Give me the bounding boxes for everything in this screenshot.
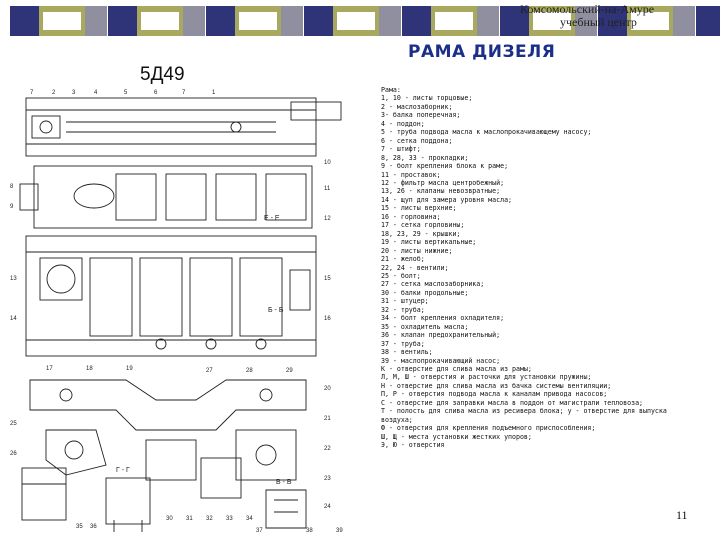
callout-label: 27	[206, 368, 213, 374]
legend-line: 6 - сетка поддона;	[381, 136, 453, 145]
legend-line: воздуха;	[381, 415, 413, 424]
callout-label: 26	[10, 451, 17, 457]
callout-label: 23	[324, 476, 331, 482]
callout-label: 3	[72, 90, 76, 96]
callout-label: 15	[324, 276, 331, 282]
legend-line: Ш, Щ - места установки жестких упоров;	[381, 432, 532, 441]
callout-label: 29	[286, 368, 293, 374]
callout-label: 33	[226, 516, 233, 522]
callout-label: 10	[324, 160, 331, 166]
legend-line: 37 - труба;	[381, 339, 425, 348]
legend-line: 31 - штуцер;	[381, 297, 429, 306]
callout-label: 34	[246, 516, 253, 522]
legend-line: К - отверстие для слива масла из рамы;	[381, 364, 532, 373]
callout-label: 20	[324, 386, 331, 392]
legend-line: 38 - вентиль;	[381, 348, 433, 357]
callout-label: 6	[154, 90, 158, 96]
page-title: РАМА ДИЗЕЛЯ	[408, 42, 556, 62]
callout-label: 17	[46, 366, 53, 372]
legend-line: 22, 24 - вентили;	[381, 263, 449, 272]
callout-label: 1	[212, 90, 216, 96]
callout-label: 18	[86, 366, 93, 372]
legend-line: 3- балка поперечная;	[381, 111, 461, 120]
header-band	[0, 6, 720, 36]
legend-line: 16 - горловина;	[381, 212, 441, 221]
legend-line: 1, 10 - листы торцовые;	[381, 94, 473, 103]
legend-line: 8, 28, 33 - прокладки;	[381, 153, 469, 162]
legend-line: 13, 26 - клапаны невозвратные;	[381, 187, 501, 196]
legend-line: 19 - листы вертикальные;	[381, 238, 477, 247]
parts-legend: Рама: 1, 10 - листы торцовые; 2 - маслоз…	[381, 86, 711, 449]
callout-label: 22	[324, 446, 331, 452]
legend-line: 21 - желоб;	[381, 255, 425, 264]
legend-line: 2 - маслозаборник;	[381, 102, 453, 111]
callout-label: 11	[324, 186, 331, 192]
callout-label: 12	[324, 216, 331, 222]
callout-label: 36	[90, 524, 97, 530]
legend-line: 35 - охладитель масла;	[381, 322, 469, 331]
legend-line: 15 - листы верхние;	[381, 204, 457, 213]
legend-line: Л, М, Ш - отверстия и расточки для устан…	[381, 373, 592, 382]
callout-label: 21	[324, 416, 331, 422]
legend-line: 36 - клапан предохранительный;	[381, 331, 501, 340]
callout-label: 7	[30, 90, 34, 96]
frame-technical-drawing: 7 2 3 4 5 6 7 1 8 9 10 11 12 13 14 15 16…	[10, 90, 343, 532]
callout-label: 7	[182, 90, 186, 96]
page-number: 11	[676, 508, 688, 522]
legend-line: Н - отверстие для слива масла из бачка с…	[381, 381, 612, 390]
legend-line: 7 - штифт;	[381, 145, 421, 154]
legend-line: П, Р - отверстия подвода масла к каналам…	[381, 390, 608, 399]
legend-line: Рама:	[381, 86, 401, 94]
legend-line: 4 - поддон;	[381, 119, 425, 128]
legend-line: 5 - труба подвода масла к маслопрокачива…	[381, 128, 592, 137]
callout-label: 16	[324, 316, 331, 322]
legend-line: 27 - сетка маслозаборника;	[381, 280, 485, 289]
callout-label: 32	[206, 516, 213, 522]
legend-line: Т - полость для слива масла из ресивера …	[381, 407, 667, 416]
legend-line: 32 - труба;	[381, 305, 425, 314]
legend-line: 39 - маслопрокачивающий насос;	[381, 356, 501, 365]
section-label-gg: Г - Г	[116, 467, 130, 474]
callout-label: 9	[10, 204, 14, 210]
callout-label: 38	[306, 528, 313, 532]
legend-line: 17 - сетка горловины;	[381, 221, 465, 230]
legend-line: Ф - отверстия для крепления подъемного п…	[381, 424, 596, 433]
legend-line: Э, Ю - отверстия	[381, 441, 445, 450]
legend-line: 34 - болт крепления охладителя;	[381, 314, 505, 323]
org-line-1: Комсомольский-на-Амуре	[520, 2, 655, 16]
callout-label: 2	[52, 90, 56, 96]
callout-label: 8	[10, 184, 14, 190]
callout-label: 31	[186, 516, 193, 522]
callout-label: 13	[10, 276, 17, 282]
legend-line: 11 - проставок;	[381, 170, 441, 179]
callout-label: 14	[10, 316, 17, 322]
legend-line: 12 - фильтр масла центробежный;	[381, 178, 505, 187]
callout-label: 35	[76, 524, 83, 530]
legend-line: 9 - болт крепления блока к раме;	[381, 162, 509, 171]
legend-line: 14 - щуп для замера уровня масла;	[381, 195, 513, 204]
section-label-bb: Б - Б	[268, 307, 284, 314]
engine-model: 5Д49	[140, 64, 185, 85]
legend-line: 18, 23, 29 - крышки;	[381, 229, 461, 238]
callout-label: 24	[324, 504, 331, 510]
legend-line: 30 - балки продольные;	[381, 288, 469, 297]
legend-line: 20 - листы нижние;	[381, 246, 453, 255]
org-line-2: учебный центр	[560, 15, 637, 29]
legend-line: С - отверстие для заправки масла в поддо…	[381, 398, 644, 407]
callout-label: 4	[94, 90, 98, 96]
section-label-vv: В - В	[276, 479, 292, 486]
callout-label: 39	[336, 528, 343, 532]
callout-label: 37	[256, 528, 263, 532]
org-name: Комсомольский-на-Амуре учебный центр	[520, 3, 720, 29]
callout-label: 5	[124, 90, 128, 96]
legend-line: 25 - болт;	[381, 271, 421, 280]
callout-label: 25	[10, 421, 17, 427]
callout-label: 28	[246, 368, 253, 374]
callout-label: 19	[126, 366, 133, 372]
section-label-ee: Е - Е	[264, 215, 280, 222]
callout-label: 30	[166, 516, 173, 522]
